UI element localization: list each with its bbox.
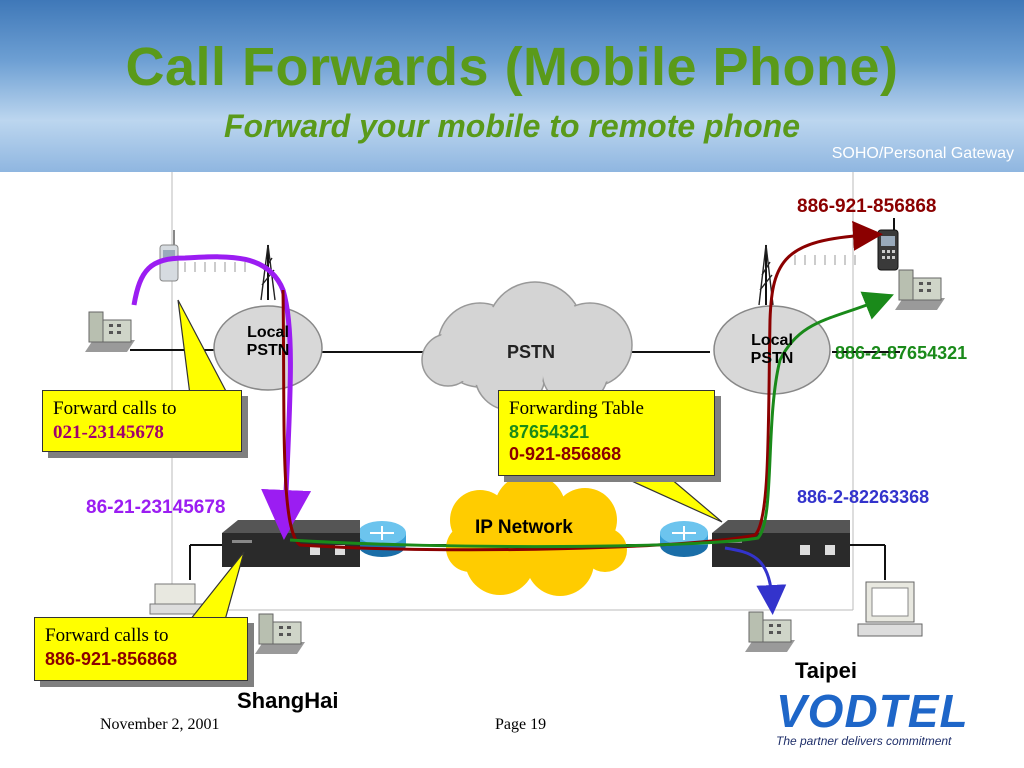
- location-taipei: Taipei: [795, 658, 857, 683]
- local-pstn-left-cloud: [213, 305, 323, 391]
- taipei-gateway-number: 886-2-82263368: [797, 487, 930, 507]
- green-call-path: [289, 291, 894, 549]
- callout-forwarding-table: Forwarding Table 87654321 0-921-856868: [498, 390, 715, 476]
- mobile-phone-taipei-icon: [877, 218, 899, 271]
- pstn-label: PSTN: [507, 342, 556, 362]
- computer-shanghai-icon: [149, 583, 206, 615]
- callout-gateway-line2: 886-921-856868: [45, 648, 178, 669]
- header-banner: Call Forwards (Mobile Phone) Forward you…: [0, 0, 1024, 172]
- ip-network-label: IP Network: [475, 517, 573, 538]
- computer-taipei-icon: [857, 581, 923, 637]
- phone-shanghai-bottom-icon: [255, 613, 305, 654]
- callout-mobile-line1: Forward calls to: [53, 398, 177, 419]
- slide-title: Call Forwards (Mobile Phone): [125, 37, 899, 97]
- logo-slogan: The partner delivers commitment: [776, 734, 952, 748]
- phone-taipei-right-icon: [895, 269, 945, 310]
- shanghai-gateway-number: 86-21-23145678: [86, 497, 226, 518]
- footer-date: November 2, 2001: [100, 716, 220, 733]
- callout-pointer-table: [624, 477, 723, 523]
- local-pstn-right-label: Local PSTN: [750, 332, 794, 367]
- phone-taipei-bottom-icon: [745, 611, 795, 652]
- location-shanghai: ShangHai: [237, 688, 339, 713]
- footer-page-number: Page 19: [495, 716, 547, 733]
- router-right-icon: [660, 521, 708, 557]
- slide-subtitle: Forward your mobile to remote phone: [223, 108, 801, 144]
- callout-gateway-line1: Forward calls to: [45, 625, 169, 646]
- phone-shanghai-left-icon: [85, 311, 135, 352]
- taipei-phone-number: 886-2-87654321: [835, 343, 968, 363]
- product-tag: SOHO/Personal Gateway: [831, 145, 1014, 162]
- forwarding-table-entry-2: 0-921-856868: [509, 444, 622, 465]
- taipei-mobile-number: 886-921-856868: [797, 196, 937, 217]
- callout-mobile-forward: Forward calls to 021-23145678: [42, 390, 242, 452]
- forwarding-table-title: Forwarding Table: [509, 398, 644, 419]
- logo-wordmark: VODTEL: [776, 685, 969, 737]
- vodtel-logo: VODTEL The partner delivers commitment: [776, 688, 992, 750]
- radio-waves-right: [794, 255, 856, 265]
- router-left-icon: [358, 521, 406, 557]
- radio-waves-left: [184, 262, 246, 272]
- callout-gateway-forward: Forward calls to 886-921-856868: [34, 617, 248, 681]
- gateway-taipei-icon: [712, 520, 850, 567]
- purple-call-path: [131, 254, 312, 540]
- callout-mobile-line2: 021-23145678: [53, 421, 164, 443]
- forwarding-table-entry-1: 87654321: [509, 421, 590, 442]
- blue-call-path: [724, 546, 787, 615]
- local-pstn-left-label: Local PSTN: [246, 324, 290, 359]
- mobile-phone-shanghai-icon: [159, 230, 179, 282]
